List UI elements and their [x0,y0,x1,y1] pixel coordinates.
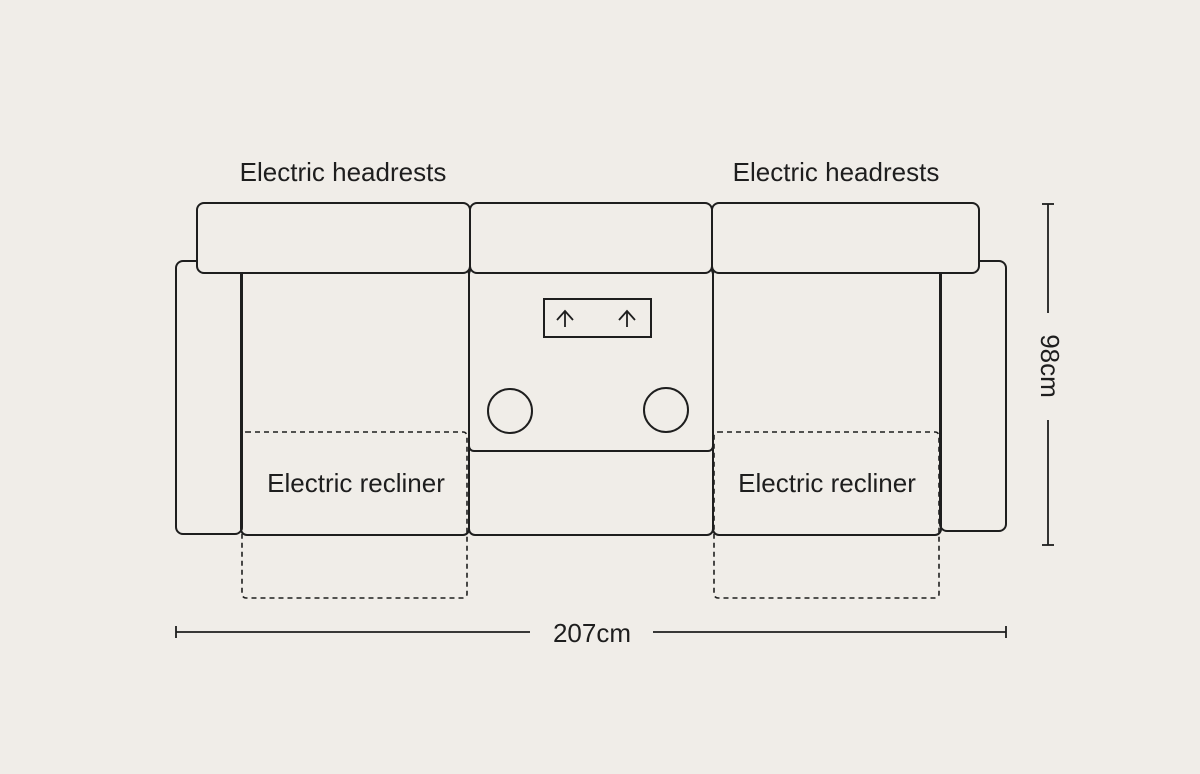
headrest-label-left: Electric headrests [240,157,447,187]
recliner-label-right: Electric recliner [738,468,916,498]
headrest-label-right: Electric headrests [733,157,940,187]
width-label: 207cm [553,618,631,648]
headrest-middle [469,202,713,274]
console-button-panel [543,298,652,338]
depth-dimension: 98cm [1035,203,1065,546]
cup-holder-icon [487,388,533,434]
recliner-zone-left [241,431,468,599]
cup-holder-icon [643,387,689,433]
headrest-right [711,202,980,274]
recliner-zone-right [713,431,940,599]
width-dimension: 207cm [175,618,1007,648]
recliner-label-left: Electric recliner [267,468,445,498]
armrest-right [939,260,1007,532]
headrest-left [196,202,471,274]
up-arrow-icon [556,309,574,327]
armrest-left [175,260,243,535]
middle-seat [468,267,714,536]
up-arrow-icon [618,309,636,327]
depth-label: 98cm [1035,334,1065,398]
console-tray [468,267,714,452]
